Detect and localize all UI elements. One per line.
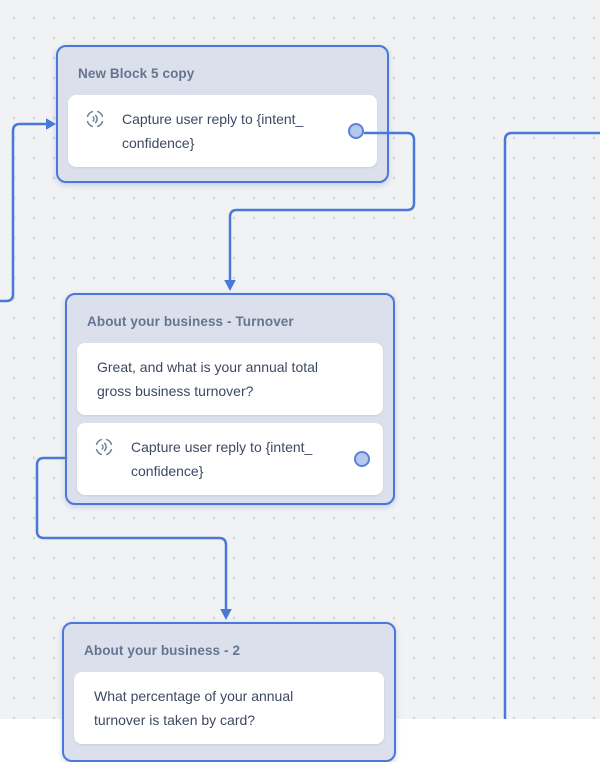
step-text: Capture user reply to {intent_ confidenc… [122, 107, 303, 155]
flow-block-new-block-5-copy[interactable]: New Block 5 copy Capture user reply to {… [56, 45, 389, 183]
block-header: New Block 5 copy [58, 47, 387, 95]
step-text: Capture user reply to {intent_ confidenc… [131, 435, 312, 483]
block-title: About your business - Turnover [87, 313, 294, 329]
step-text-line: confidence} [122, 135, 195, 151]
block-header: About your business - Turnover [67, 295, 393, 343]
step-text-line: Capture user reply to {intent_ [131, 439, 313, 455]
flow-block-about-your-business-2[interactable]: About your business - 2 What percentage … [62, 622, 396, 762]
capture-icon [86, 110, 104, 128]
arrowhead-down-icon [224, 280, 236, 291]
step-text-line: turnover is taken by card? [94, 712, 256, 728]
block-title: About your business - 2 [84, 642, 241, 658]
flow-block-about-your-business-turnover[interactable]: About your business - Turnover Great, an… [65, 293, 395, 505]
connector-offscreen-right[interactable] [503, 131, 600, 719]
arrowhead-right-icon [46, 118, 56, 130]
arrowhead-down-icon [220, 609, 232, 620]
text-step[interactable]: What percentage of your annual turnover … [74, 672, 384, 744]
step-text-line: What percentage of your annual [94, 688, 294, 704]
connector-incoming-left[interactable] [0, 122, 48, 303]
block-header: About your business - 2 [64, 624, 394, 672]
block-title: New Block 5 copy [78, 65, 195, 81]
capture-step[interactable]: Capture user reply to {intent_ confidenc… [68, 95, 377, 167]
step-text-line: confidence} [131, 463, 204, 479]
step-text-line: Capture user reply to {intent_ [122, 111, 304, 127]
capture-icon [95, 438, 113, 456]
text-step[interactable]: Great, and what is your annual total gro… [77, 343, 383, 415]
connector-port[interactable] [348, 123, 364, 139]
step-text-line: gross business turnover? [97, 383, 254, 399]
step-text-line: Great, and what is your annual total [97, 359, 319, 375]
capture-step[interactable]: Capture user reply to {intent_ confidenc… [77, 423, 383, 495]
connector-port[interactable] [354, 451, 370, 467]
